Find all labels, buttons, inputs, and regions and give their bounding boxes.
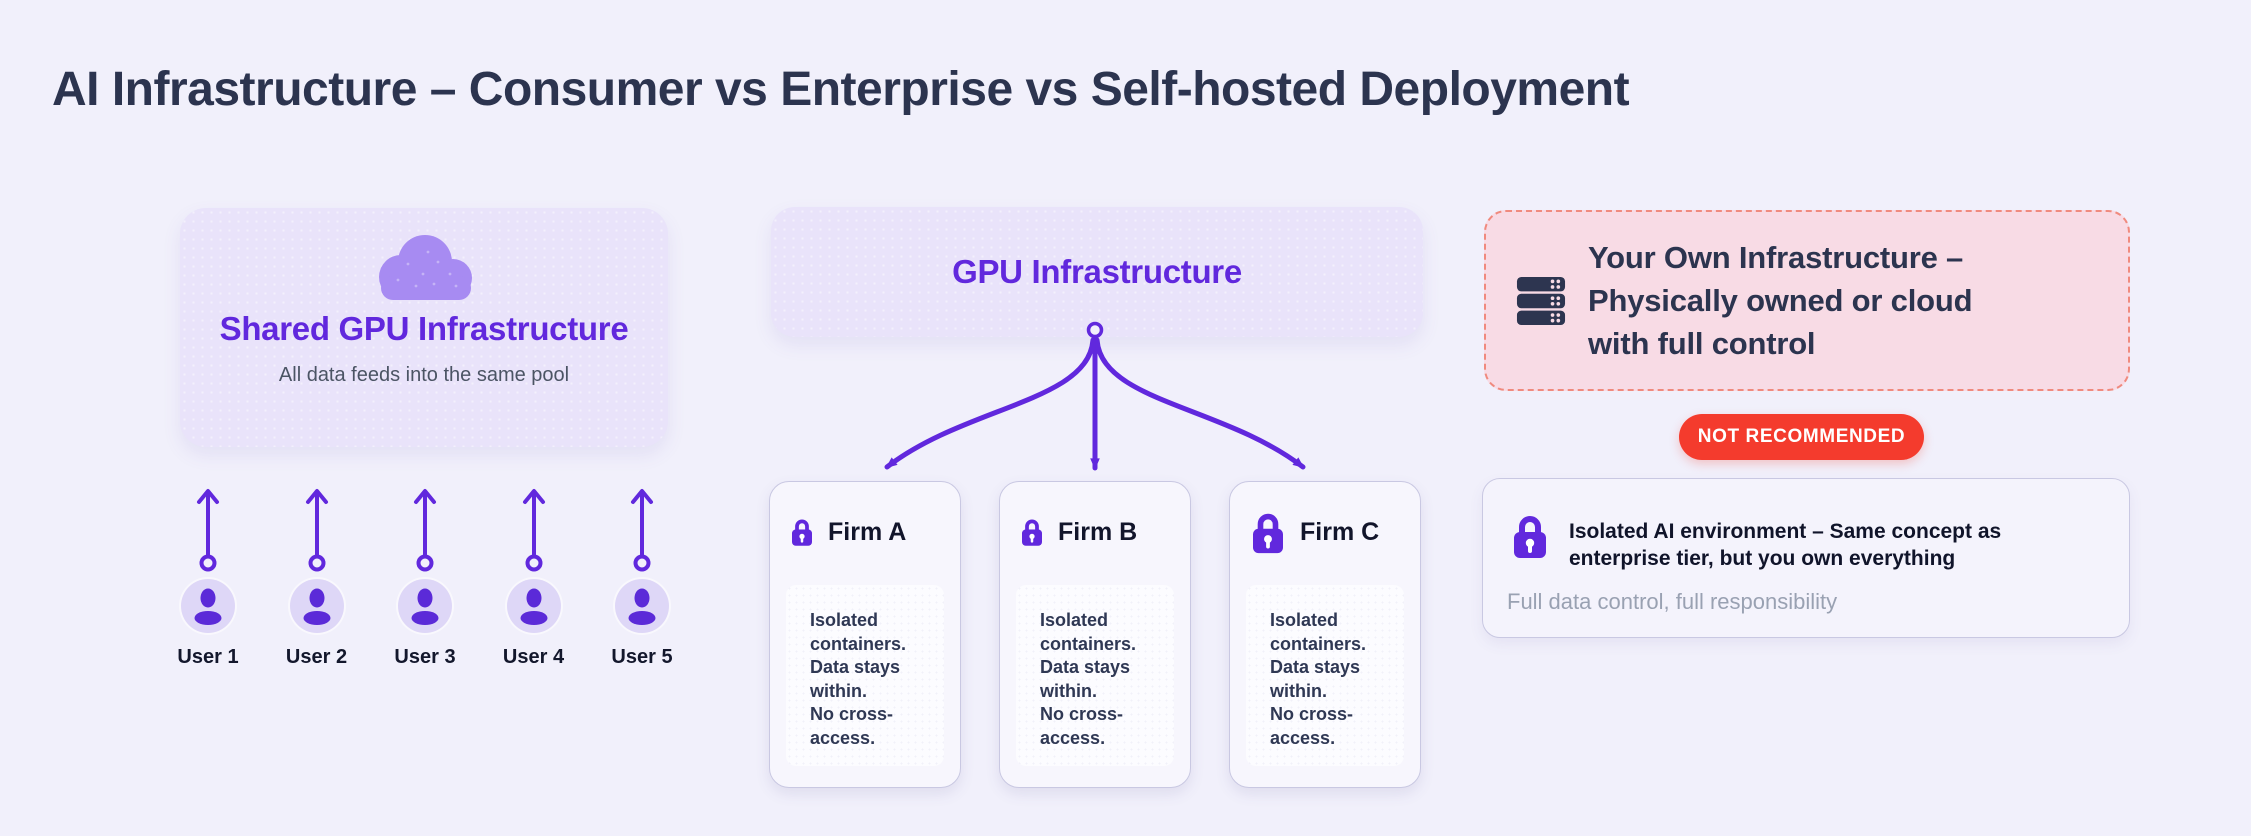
firm-name: Firm A (828, 517, 907, 546)
user-icon (615, 579, 669, 633)
selfhosted-note-sub: Full data control, full responsibility (1507, 589, 1838, 614)
firm-note-text: Isolated containers. Data stays within. … (1040, 610, 1137, 748)
user-item: User 1 (158, 484, 258, 669)
shared-gpu-subtitle: All data feeds into the same pool (278, 364, 570, 386)
branch-arrows (884, 321, 1306, 471)
arrow-up-icon (625, 484, 659, 572)
firm-b-header: Firm B (1000, 482, 1190, 560)
user-item: User 2 (267, 484, 367, 669)
shared-gpu-panel: Shared GPU Infrastructure All data feeds… (180, 208, 668, 447)
arrow-up-icon (517, 484, 551, 572)
arrow-up-icon (191, 484, 225, 572)
arrow-up-icon (300, 484, 334, 572)
selfhosted-note-bold: Isolated AI environment – Same concept a… (1569, 520, 2002, 570)
lock-icon (1020, 517, 1044, 547)
firm-b-card: Firm B Isolated containers. Data stays w… (999, 481, 1191, 788)
badge-label: NOT RECOMMENDED (1697, 426, 1906, 447)
selfhosted-note-card: Isolated AI environment – Same concept a… (1482, 478, 2130, 638)
user-label: User 1 (177, 646, 239, 668)
lock-icon (1250, 510, 1286, 555)
firm-a-note: Isolated containers. Data stays within. … (786, 585, 944, 766)
firm-name: Firm C (1300, 517, 1380, 546)
server-icon (1516, 276, 1566, 326)
user-label: User 4 (502, 646, 565, 668)
firm-b-note: Isolated containers. Data stays within. … (1016, 585, 1174, 766)
own-infrastructure-panel: Your Own Infrastructure – Physically own… (1484, 210, 2130, 391)
firm-name: Firm B (1058, 517, 1138, 546)
users-row: User 1 User 2 User 3 User 4 User 5 (158, 484, 692, 669)
firm-c-card: Firm C Isolated containers. Data stays w… (1229, 481, 1421, 788)
user-item: User 4 (484, 484, 584, 669)
firm-a-header: Firm A (770, 482, 960, 560)
page-title: AI Infrastructure – Consumer vs Enterpri… (52, 63, 1630, 116)
gpu-infrastructure-heading: GPU Infrastructure (952, 253, 1242, 290)
user-label: User 3 (394, 646, 456, 668)
firm-note-text: Isolated containers. Data stays within. … (810, 610, 907, 748)
firm-note-text: Isolated containers. Data stays within. … (1270, 610, 1367, 748)
own-infrastructure-heading: Your Own Infrastructure – Physically own… (1588, 240, 1973, 361)
arrow-up-icon (408, 484, 442, 572)
user-icon (398, 579, 452, 633)
not-recommended-badge: NOT RECOMMENDED (1679, 414, 1924, 460)
user-label: User 2 (285, 646, 348, 668)
shared-gpu-heading: Shared GPU Infrastructure (219, 310, 629, 347)
lock-icon (790, 517, 814, 547)
firm-c-note: Isolated containers. Data stays within. … (1246, 585, 1404, 766)
lock-icon (1511, 512, 1549, 560)
user-icon (506, 579, 561, 633)
gpu-infrastructure-panel: GPU Infrastructure (771, 207, 1423, 337)
user-item: User 5 (592, 484, 692, 669)
user-icon (289, 579, 344, 633)
cloud-icon (368, 234, 480, 300)
firm-c-header: Firm C (1230, 482, 1420, 560)
firm-a-card: Firm A Isolated containers. Data stays w… (769, 481, 961, 788)
user-item: User 3 (375, 484, 475, 669)
user-icon (181, 579, 235, 633)
connector-dot (1086, 321, 1104, 339)
user-label: User 5 (611, 646, 673, 668)
